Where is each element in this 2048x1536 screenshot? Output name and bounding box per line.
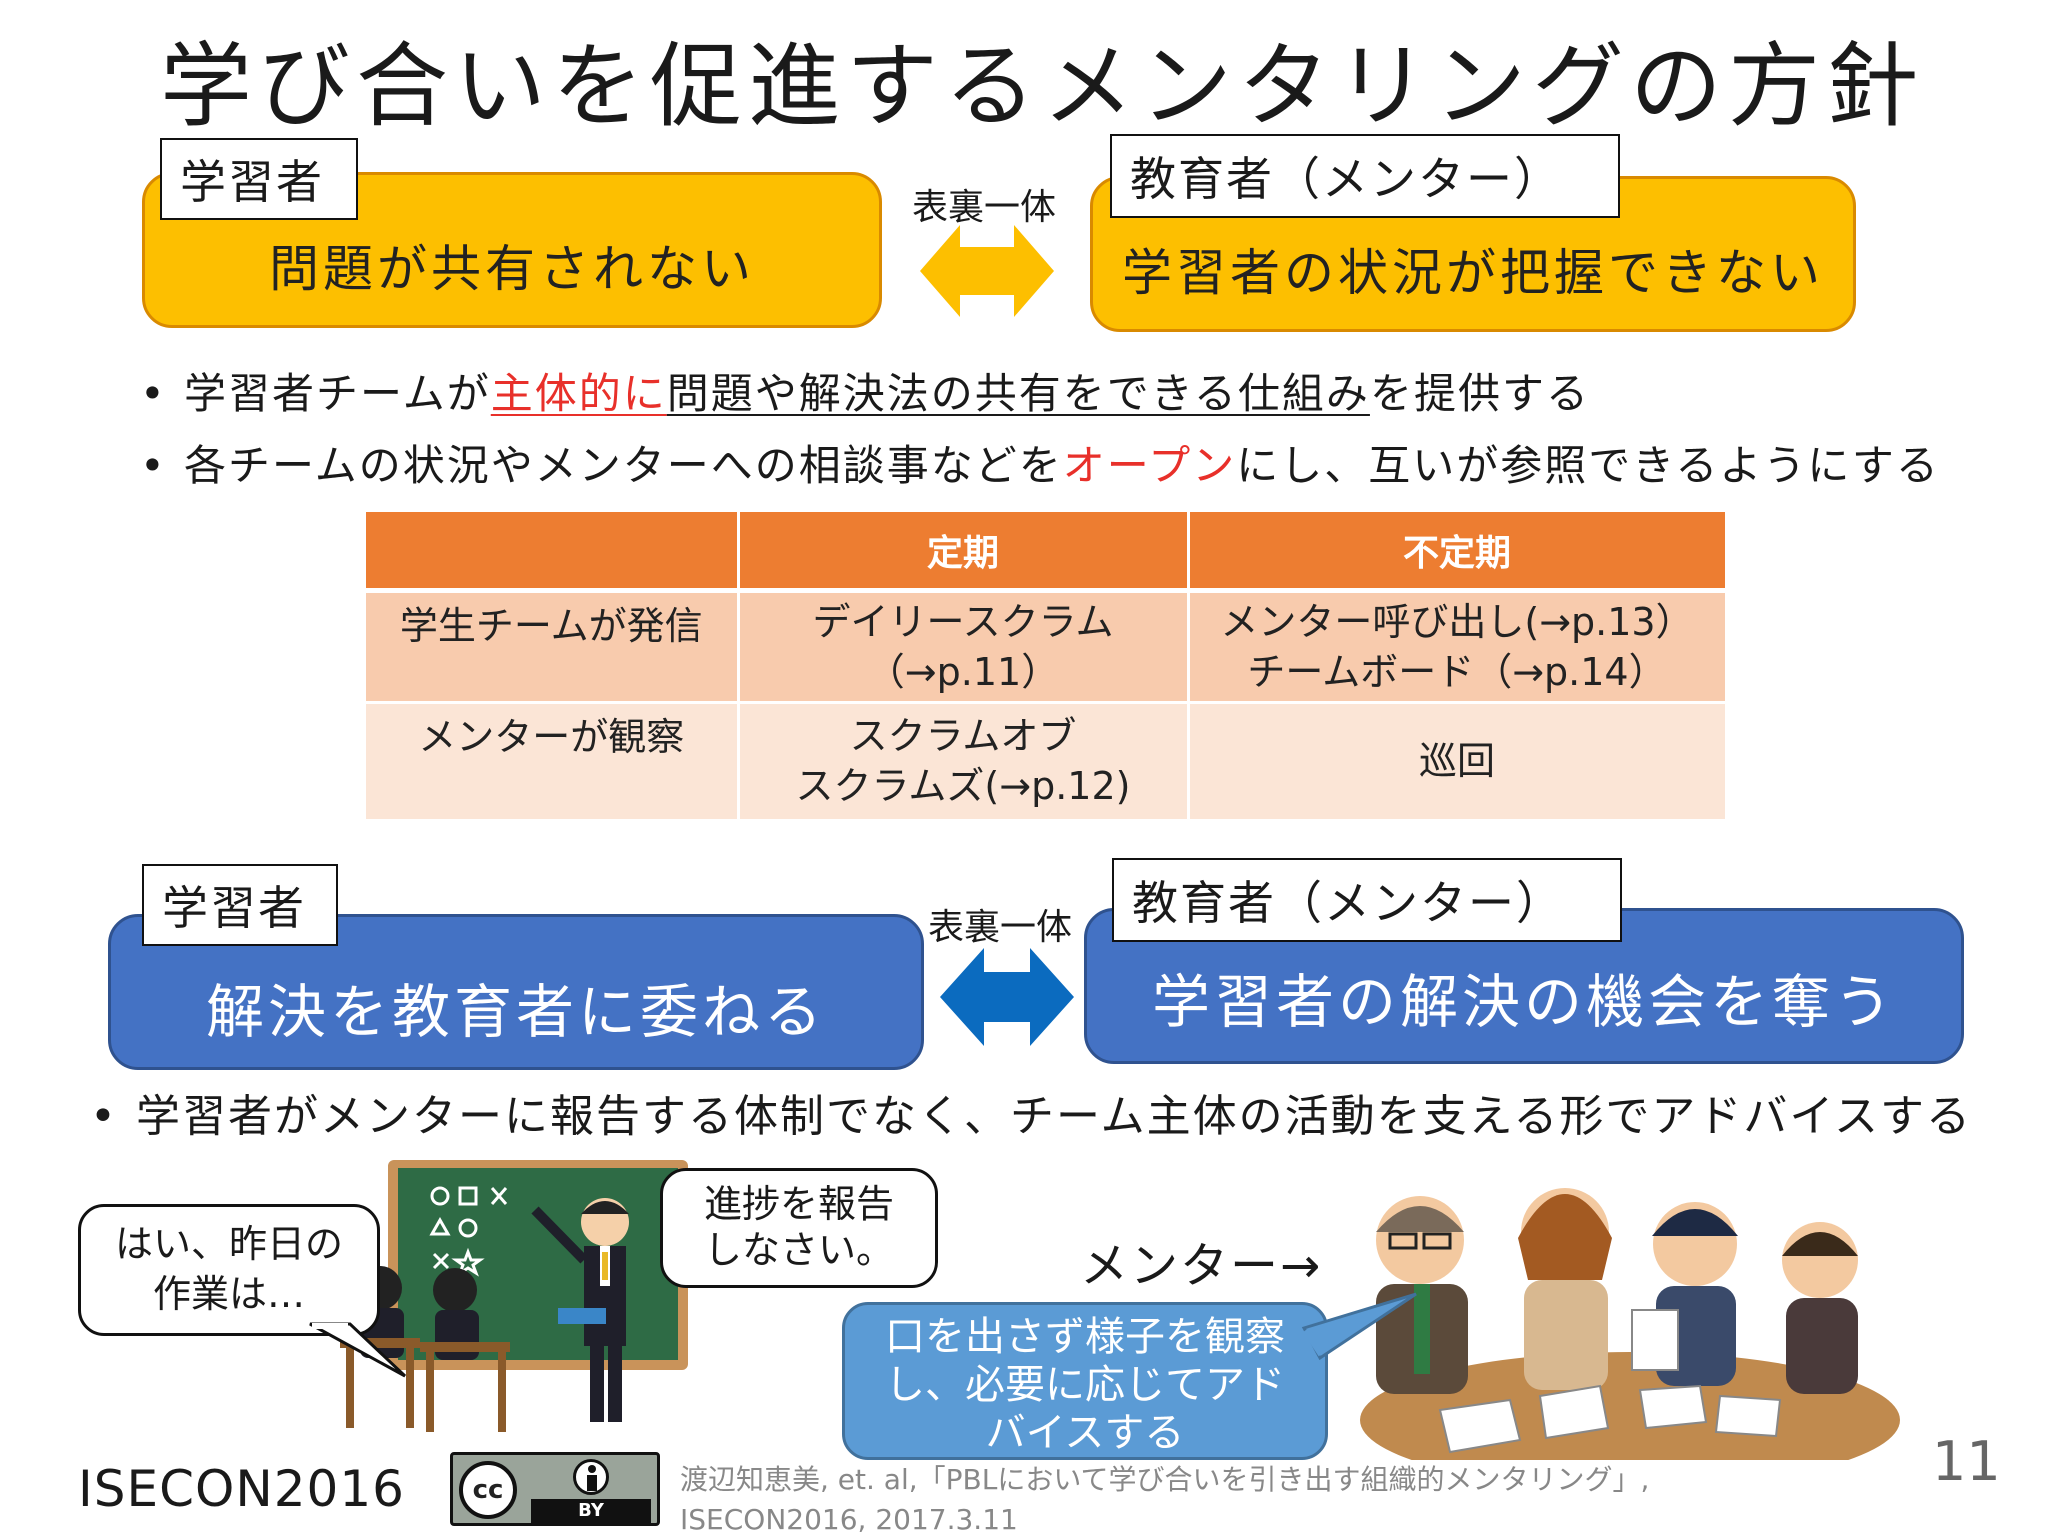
emphasis-underline-1: 問題や解決法の共有をできる仕組み (666, 369, 1370, 418)
slide-title: 学び合いを促進するメンタリングの方針 (160, 33, 1925, 140)
student-speech-bubble: はい、昨日の 作業は… (78, 1204, 380, 1336)
mentor-tag-bottom: 教育者（メンター） (1112, 858, 1622, 942)
cc-by-license-badge: cc BY (450, 1452, 660, 1526)
table-row: メンターが観察 スクラムオブ スクラムズ(→p.12) 巡回 (366, 702, 1728, 822)
person-icon (573, 1459, 609, 1495)
cell-daily-scrum: デイリースクラム （→p.11） (738, 590, 1190, 704)
mentor-problem-text: 学習者の状況が把握できない (1122, 244, 1824, 302)
page-number: 11 (1932, 1430, 2001, 1493)
double-arrow-icon-yellow (920, 225, 1054, 317)
table-header-row: 定期 不定期 (366, 512, 1728, 593)
link-label-bottom: 表裏一体 (928, 907, 1073, 948)
row-label-team: 学生チームが発信 (366, 590, 740, 704)
mentoring-matrix-table: 定期 不定期 学生チームが発信 デイリースクラム （→p.11） メンター呼び出… (366, 512, 1728, 822)
double-arrow-icon-blue (940, 948, 1074, 1046)
bubble-tail-icon (309, 1322, 407, 1378)
bullet-item-3: •学習者がメンターに報告する体制でなく、チーム主体の活動を支える形でアドバイスす… (90, 1091, 1973, 1142)
bubble-tail-icon-blue (1301, 1292, 1417, 1361)
mentor-tag-top: 教育者（メンター） (1110, 134, 1620, 218)
link-label-top: 表裏一体 (912, 187, 1057, 228)
mentor-steal-text: 学習者の解決の機会を奪う (1151, 968, 1896, 1036)
bullet-item-1: •学習者チームが主体的に問題や解決法の共有をできる仕組みを提供する (140, 369, 1590, 418)
teacher-speech-bubble: 進捗を報告 しなさい。 (660, 1168, 938, 1288)
cell-patrol: 巡回 (1188, 702, 1728, 822)
conference-name: ISECON2016 (78, 1460, 405, 1518)
learner-problem-text: 問題が共有されない (269, 240, 755, 298)
table-header-empty (366, 512, 740, 593)
mentor-label: メンター→ (1080, 1238, 1323, 1294)
table-row: 学生チームが発信 デイリースクラム （→p.11） メンター呼び出し(→p.13… (366, 590, 1728, 704)
observe-advice-bubble: 口を出さず様子を観察 し、必要に応じてアド バイスする (842, 1302, 1328, 1460)
table-header-regular: 定期 (738, 512, 1190, 593)
emphasis-red-2: オープン (1062, 441, 1237, 490)
cell-mentor-call: メンター呼び出し(→p.13） チームボード（→p.14） (1188, 590, 1728, 704)
classroom-illustration (340, 1160, 688, 1432)
cc-icon: cc (459, 1461, 517, 1519)
emphasis-red-1: 主体的に (490, 369, 667, 418)
meeting-illustration (1360, 1188, 1900, 1460)
learner-problem-box: 問題が共有されない (142, 172, 882, 328)
learner-tag-bottom: 学習者 (142, 864, 338, 946)
table-header-irregular: 不定期 (1188, 512, 1728, 593)
by-label: BY (531, 1499, 651, 1523)
learner-delegate-text: 解決を教育者に委ねる (205, 978, 826, 1046)
bullet-item-2: •各チームの状況やメンターへの相談事などをオープンにし、互いが参照できるようにす… (140, 441, 1940, 490)
row-label-mentor: メンターが観察 (366, 702, 740, 822)
learner-tag-top: 学習者 (160, 138, 358, 220)
citation: 渡辺知恵美, et. al,「PBLにおいて学び合いを引き出す組織的メンタリング… (680, 1463, 1650, 1536)
cell-scrum-of-scrums: スクラムオブ スクラムズ(→p.12) (738, 702, 1190, 822)
